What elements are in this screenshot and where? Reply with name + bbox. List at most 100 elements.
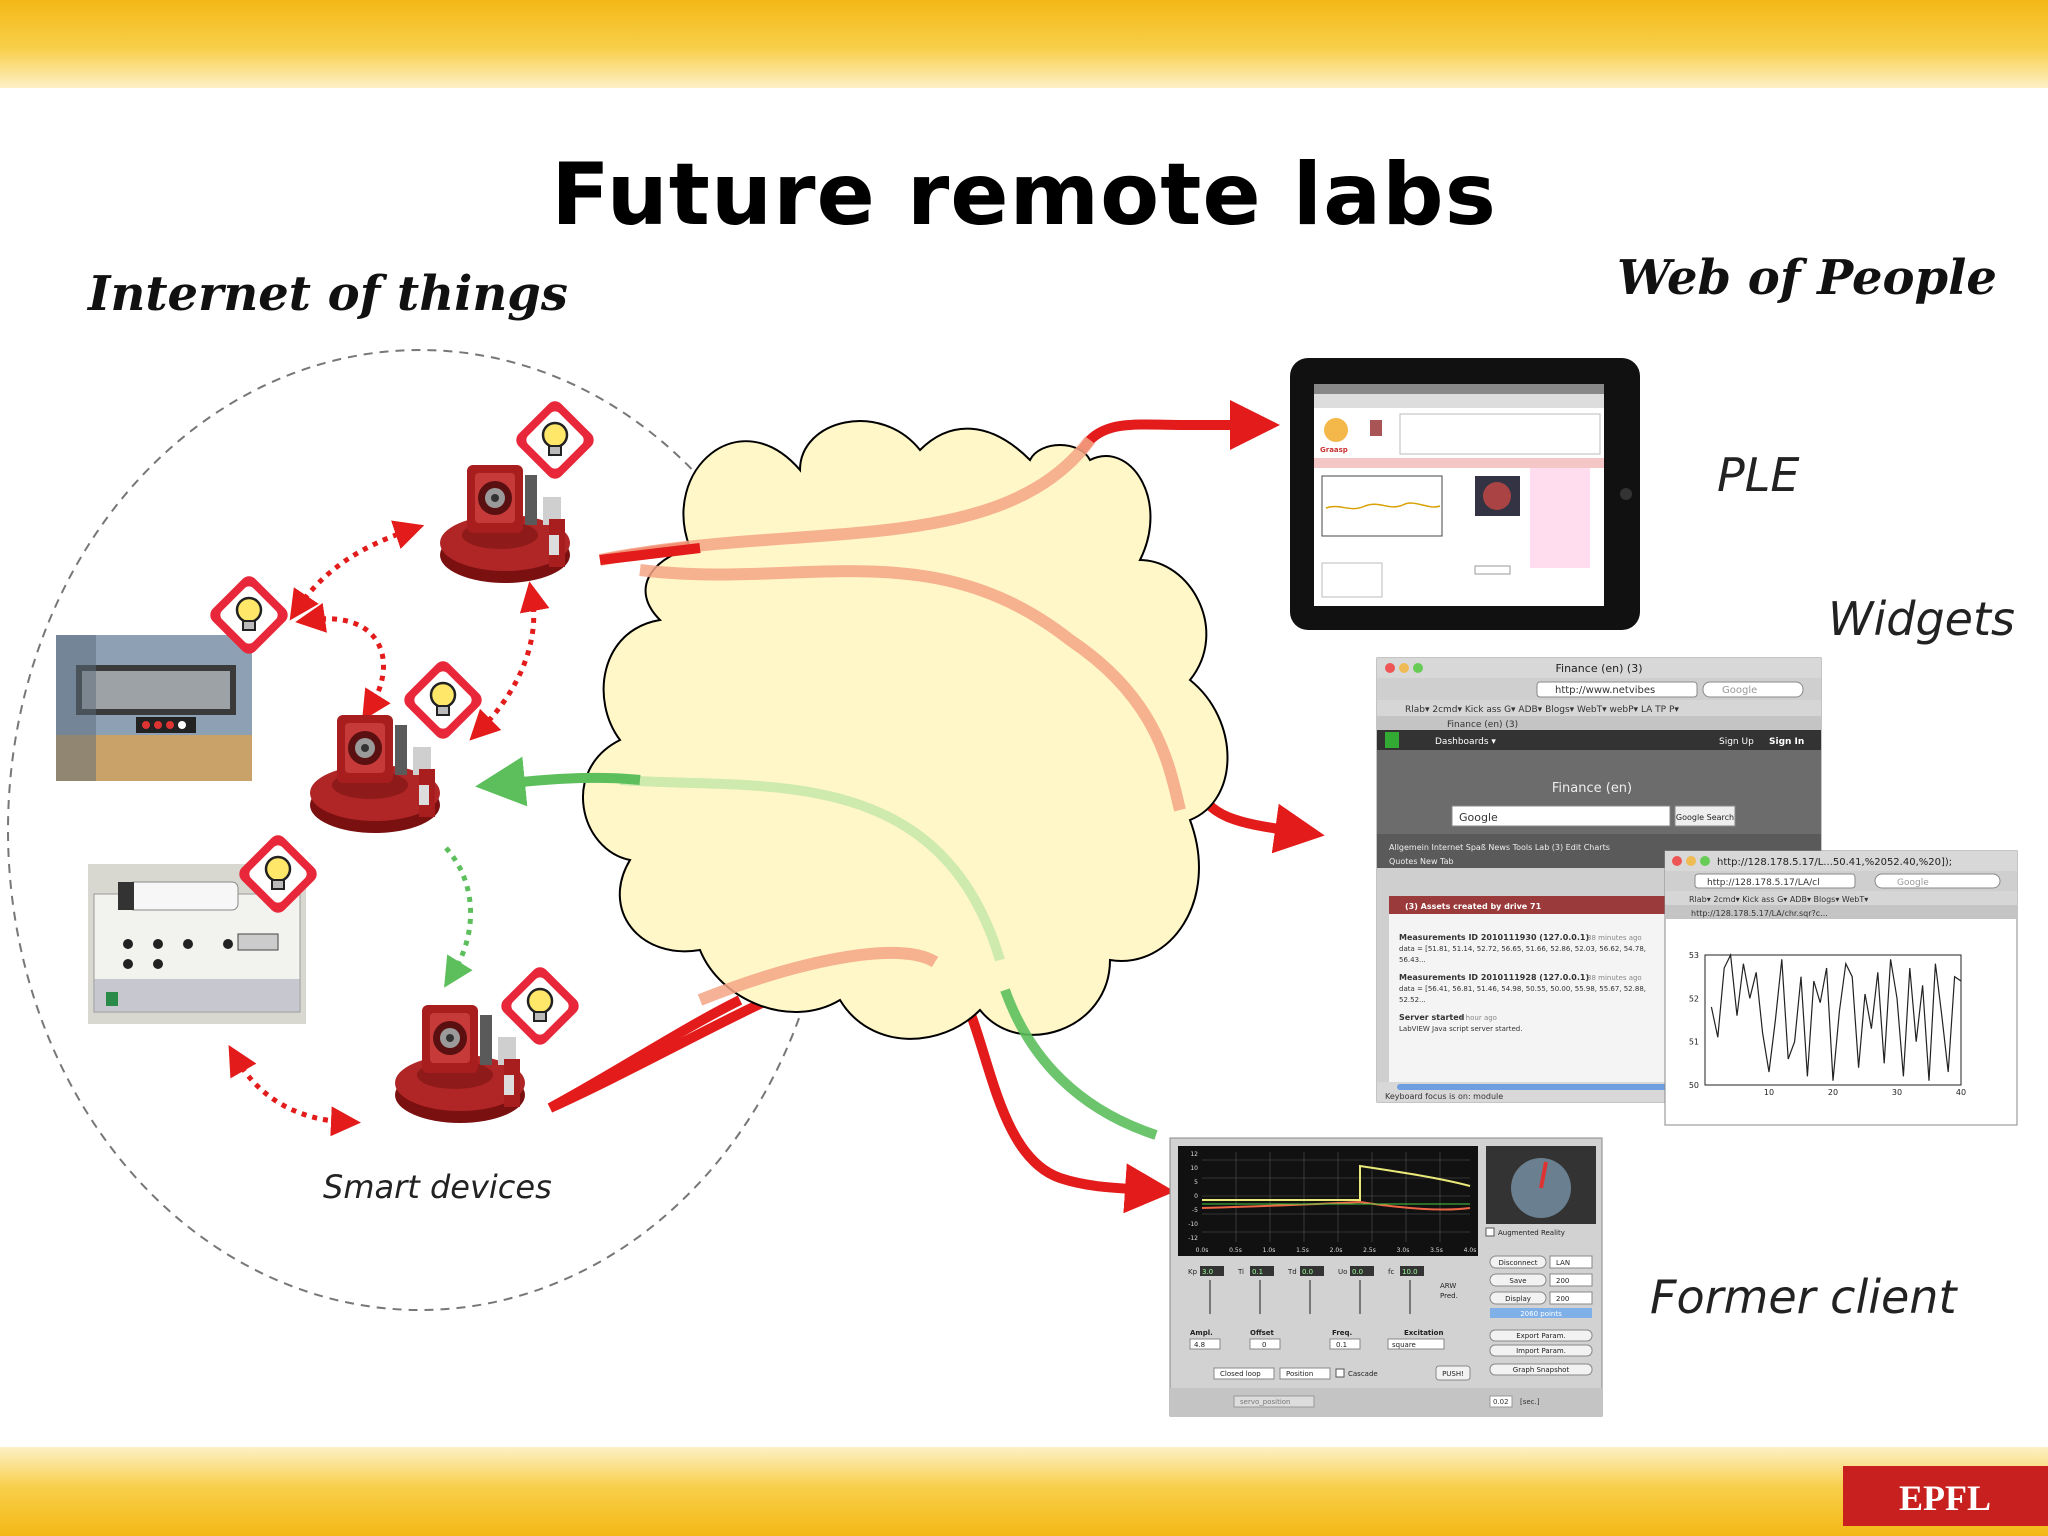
freq-value: 0.1 bbox=[1336, 1341, 1347, 1349]
chart-y-tick: 50 bbox=[1689, 1081, 1699, 1090]
chart-y-tick: 53 bbox=[1689, 951, 1699, 960]
finance-tab: Finance (en) (3) bbox=[1447, 720, 1518, 730]
google-logo: Google bbox=[1459, 811, 1498, 824]
graph-snapshot-button: Graph Snapshot bbox=[1513, 1366, 1570, 1374]
pid-value-box[interactable] bbox=[1400, 1266, 1424, 1276]
robot-3 bbox=[395, 1005, 525, 1123]
finance-window-title: Finance (en) (3) bbox=[1556, 662, 1643, 675]
former-plot-y-tick: 5 bbox=[1194, 1179, 1198, 1186]
arrow-robot1-out bbox=[599, 543, 701, 565]
chart-plot-area bbox=[1704, 954, 1962, 1086]
ampl-label: Ampl. bbox=[1190, 1329, 1213, 1337]
server-started-title: Server started bbox=[1399, 1013, 1465, 1022]
save-button: Save bbox=[1509, 1277, 1526, 1285]
flow-through-cloud-3 bbox=[697, 947, 939, 1006]
pid-label: Ti bbox=[1237, 1268, 1244, 1276]
finance-bookmarks: Rlab▾ 2cmd▾ Kick ass G▾ ADB▾ Blogs▾ WebT… bbox=[1405, 705, 1679, 715]
cascade-checkbox: Cascade bbox=[1348, 1370, 1378, 1378]
google-search-button: Google Search bbox=[1676, 813, 1734, 822]
dotted-arrow-2 bbox=[295, 603, 391, 721]
sign-up-link: Sign Up bbox=[1719, 737, 1754, 747]
disconnect-button: Disconnect bbox=[1499, 1259, 1538, 1267]
arrow-robot3-out bbox=[547, 995, 743, 1113]
pid-value-box[interactable] bbox=[1250, 1266, 1274, 1276]
measurement-1-more: 56.43... bbox=[1399, 956, 1426, 964]
finance-url: http://www.netvibes bbox=[1555, 685, 1655, 696]
pid-label: Kp bbox=[1188, 1268, 1198, 1276]
pid-label: Td bbox=[1287, 1268, 1297, 1276]
chart-search: Google bbox=[1897, 878, 1929, 888]
finance-search: Google bbox=[1722, 685, 1757, 696]
chart-bookmarks: Rlab▾ 2cmd▾ Kick ass G▾ ADB▾ Blogs▾ WebT… bbox=[1689, 895, 1868, 904]
dashboards-menu: Dashboards ▾ bbox=[1435, 737, 1496, 747]
assets-header: (3) Assets created by drive 71 bbox=[1405, 902, 1542, 911]
chart-series-line bbox=[1710, 952, 1962, 1081]
former-plot-x-tick: 3.0s bbox=[1397, 1247, 1410, 1254]
pid-value: 0.0 bbox=[1352, 1268, 1363, 1276]
web-of-people-heading: Web of People bbox=[1617, 250, 1997, 306]
augmented-reality: Augmented Reality bbox=[1498, 1229, 1565, 1237]
former-plot-y-tick: -12 bbox=[1188, 1235, 1198, 1242]
chart-x-tick: 30 bbox=[1892, 1088, 1902, 1097]
former-plot-x-tick: 2.0s bbox=[1330, 1247, 1343, 1254]
display-button: Display bbox=[1505, 1295, 1531, 1303]
widgets-label: Widgets bbox=[1828, 592, 2015, 646]
epfl-logo-text: EPFL bbox=[1899, 1478, 1991, 1518]
lab-photo-1 bbox=[56, 635, 252, 781]
bottom-band bbox=[0, 1447, 2048, 1536]
bulb-badge-3 bbox=[399, 656, 487, 744]
smart-devices-label: Smart devices bbox=[323, 1168, 552, 1206]
ipad: Graasp bbox=[1290, 358, 1640, 630]
finance-heading: Finance (en) bbox=[1552, 781, 1632, 796]
excitation-label: Excitation bbox=[1404, 1329, 1443, 1337]
arrow-former-client-line bbox=[1000, 988, 1158, 1140]
epfl-logo: EPFL bbox=[1843, 1466, 2048, 1526]
export-param-button: Export Param. bbox=[1516, 1332, 1566, 1340]
chart-x-tick: 10 bbox=[1764, 1088, 1774, 1097]
measurement-2-title: Measurements ID 2010111928 (127.0.0.1) bbox=[1399, 973, 1589, 982]
offset-label: Offset bbox=[1250, 1329, 1275, 1337]
pid-value: 0.0 bbox=[1302, 1268, 1313, 1276]
flow-through-cloud-2 bbox=[639, 564, 1186, 812]
top-band bbox=[0, 0, 2048, 88]
arrow-cloud-to-robot2 bbox=[475, 756, 641, 807]
measurement-1-title: Measurements ID 2010111930 (127.0.0.1) bbox=[1399, 933, 1589, 942]
former-plot-y-tick: 0 bbox=[1194, 1193, 1198, 1200]
measurement-2-more: 52.52... bbox=[1399, 996, 1426, 1004]
ipad-app-name: Graasp bbox=[1320, 446, 1348, 454]
pid-label: Uo bbox=[1338, 1268, 1347, 1276]
chart-y-tick: 51 bbox=[1689, 1038, 1699, 1047]
pred-checkbox: Pred. bbox=[1440, 1292, 1458, 1300]
former-plot-x-tick: 0.0s bbox=[1196, 1247, 1209, 1254]
robot-1 bbox=[440, 465, 570, 583]
points-count: 2060 points bbox=[1520, 1310, 1562, 1318]
internet-cloud bbox=[582, 420, 1229, 1040]
ampl-value: 4.8 bbox=[1194, 1341, 1205, 1349]
robot-2 bbox=[310, 715, 440, 833]
former-plot-y-tick: 12 bbox=[1190, 1151, 1198, 1158]
import-param-button: Import Param. bbox=[1516, 1347, 1566, 1355]
pid-value-box[interactable] bbox=[1200, 1266, 1224, 1276]
former-plot-x-tick: 3.5s bbox=[1430, 1247, 1443, 1254]
former-plot-y-tick: 10 bbox=[1190, 1165, 1198, 1172]
position-select: Position bbox=[1286, 1370, 1313, 1378]
server-started-time: 1 hour ago bbox=[1459, 1014, 1497, 1022]
measurement-2-data: data = [56.41, 56.81, 51.46, 54.98, 50.5… bbox=[1399, 985, 1646, 993]
flow-through-cloud-green bbox=[619, 775, 1005, 962]
excitation-select: square bbox=[1392, 1341, 1416, 1349]
arw-checkbox: ARW bbox=[1440, 1282, 1456, 1290]
former-plot-x-tick: 1.0s bbox=[1263, 1247, 1276, 1254]
server-started-msg: LabVIEW Java script server started. bbox=[1399, 1025, 1522, 1033]
pid-value-box[interactable] bbox=[1350, 1266, 1374, 1276]
bulb-badge-5 bbox=[496, 962, 584, 1050]
pid-value-box[interactable] bbox=[1300, 1266, 1324, 1276]
former-client-label: Former client bbox=[1650, 1270, 1957, 1324]
former-plot-y-tick: -10 bbox=[1188, 1221, 1198, 1228]
bulb-badge-1 bbox=[511, 396, 599, 484]
closed-loop-select: Closed loop bbox=[1220, 1370, 1261, 1378]
pid-value: 3.0 bbox=[1202, 1268, 1213, 1276]
